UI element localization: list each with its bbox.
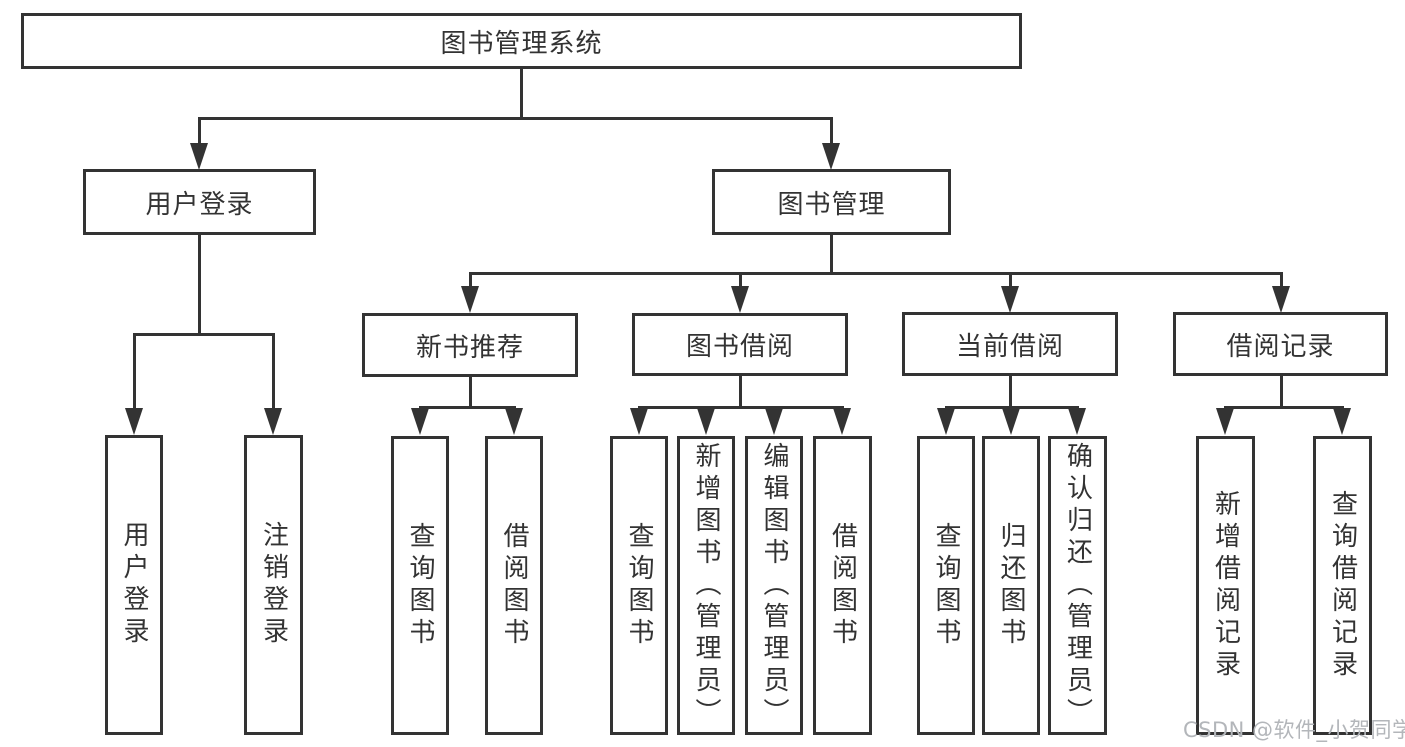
connector-stem-leaf-logout (272, 333, 275, 411)
arrowhead-bb-edit (765, 408, 783, 435)
node-library-management-system: 图书管理系统 (21, 13, 1022, 69)
node-current-borrowing: 当前借阅 (902, 312, 1118, 376)
node-book-management: 图书管理 (712, 169, 951, 235)
leaf-cb-query-books: 查询图书 (917, 436, 975, 735)
node-label: 图书管理 (777, 189, 886, 220)
node-book-borrowing: 图书借阅 (632, 313, 848, 376)
leaf-label: 注销登录 (258, 521, 289, 649)
node-borrowing-records: 借阅记录 (1173, 312, 1388, 376)
connector-stem-user-login (198, 117, 201, 147)
leaf-bb-edit-books-admin: 编辑图书（管理员） (745, 436, 803, 735)
leaf-label: 借阅图书 (499, 521, 529, 650)
connector-book-mgmt-split (469, 272, 1283, 275)
leaf-cb-confirm-return-admin: 确认归还（管理员） (1048, 436, 1107, 735)
arrowhead-user-login (190, 143, 208, 170)
node-new-book-recommend: 新书推荐 (362, 313, 578, 377)
leaf-label: 新增图书（管理员） (691, 441, 721, 730)
arrowhead-new-books (461, 286, 479, 313)
connector-current-borrow-trunk (1009, 376, 1012, 409)
leaf-logout: 注销登录 (244, 435, 303, 735)
arrowhead-current-borrow (1001, 286, 1019, 313)
leaf-user-login: 用户登录 (105, 435, 163, 735)
arrowhead-cb-query (937, 408, 955, 435)
connector-current-borrow-split (945, 406, 1079, 409)
leaf-bb-add-books-admin: 新增图书（管理员） (677, 436, 735, 735)
node-label: 图书借阅 (685, 332, 794, 362)
node-label: 当前借阅 (955, 331, 1064, 362)
arrowhead-br-add (1216, 408, 1234, 435)
connector-stem-current-borrow (1009, 272, 1012, 290)
connector-user-login-split (133, 333, 275, 336)
arrowhead-cb-confirm (1068, 408, 1086, 435)
connector-stem-new-books (469, 272, 472, 290)
leaf-label: 用户登录 (119, 521, 149, 649)
leaf-bb-query-books: 查询图书 (610, 436, 668, 735)
leaf-label: 确认归还（管理员） (1062, 441, 1093, 730)
leaf-label: 借阅图书 (827, 521, 858, 650)
arrowhead-book-borrow (731, 286, 749, 313)
node-label: 新书推荐 (415, 332, 524, 363)
connector-user-login-trunk (198, 235, 201, 336)
leaf-label: 编辑图书（管理员） (759, 441, 789, 730)
leaf-nb-borrow-books: 借阅图书 (485, 436, 543, 735)
leaf-bb-borrow-books: 借阅图书 (813, 436, 872, 735)
connector-root-split (198, 117, 833, 120)
arrowhead-bb-query (630, 408, 648, 435)
leaf-label: 查询图书 (624, 521, 654, 650)
connector-book-borrow-split (638, 406, 844, 409)
leaf-label: 查询图书 (405, 521, 435, 650)
connector-stem-leaf-login (133, 333, 136, 411)
arrowhead-br-query (1333, 408, 1351, 435)
connector-stem-borrow-records (1280, 272, 1283, 290)
connector-stem-book-mgmt (830, 117, 833, 147)
arrowhead-leaf-login (125, 408, 143, 435)
leaf-label: 归还图书 (996, 521, 1026, 650)
node-label: 用户登录 (145, 189, 254, 220)
leaf-br-query-record: 查询借阅记录 (1313, 436, 1372, 735)
arrowhead-borrow-records (1272, 286, 1290, 313)
node-user-login: 用户登录 (83, 169, 316, 235)
connector-book-mgmt-trunk (830, 235, 833, 275)
leaf-label: 新增借阅记录 (1210, 489, 1241, 682)
connector-new-books-trunk (469, 377, 472, 409)
node-label: 借阅记录 (1226, 331, 1335, 362)
arrowhead-bb-borrow (833, 408, 851, 435)
connector-new-books-split (419, 406, 516, 409)
connector-borrow-records-trunk (1280, 376, 1283, 409)
arrowhead-bb-add (697, 408, 715, 435)
arrowhead-nb-query (411, 408, 429, 435)
arrowhead-leaf-logout (264, 408, 282, 435)
leaf-label: 查询借阅记录 (1327, 489, 1358, 682)
leaf-label: 查询图书 (931, 521, 961, 650)
arrowhead-book-mgmt (822, 143, 840, 170)
connector-borrow-records-split (1224, 406, 1344, 409)
arrowhead-cb-return (1002, 408, 1020, 435)
arrowhead-nb-borrow (505, 408, 523, 435)
connector-book-borrow-trunk (739, 376, 742, 409)
leaf-nb-query-books: 查询图书 (391, 436, 449, 735)
node-label: 图书管理系统 (440, 28, 603, 59)
leaf-br-add-record: 新增借阅记录 (1196, 436, 1255, 735)
connector-stem-book-borrow (739, 272, 742, 290)
leaf-cb-return-books: 归还图书 (982, 436, 1040, 735)
connector-root-trunk (520, 69, 523, 119)
csdn-watermark: CSDN @软件_小贺同学 (1183, 718, 1405, 742)
